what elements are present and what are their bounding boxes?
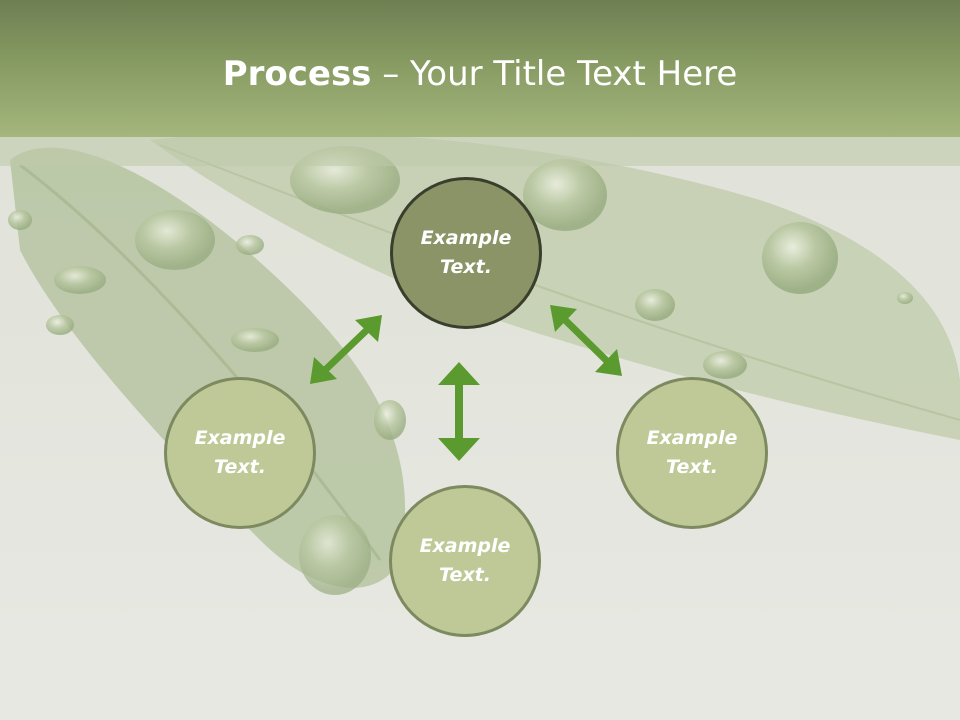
process-node-left-label: Example Text. <box>194 427 286 478</box>
double-arrow-top-left <box>310 315 382 384</box>
process-node-right: Example Text. <box>616 377 768 529</box>
process-node-top: Example Text. <box>390 177 542 329</box>
slide-title-rest: – Your Title Text Here <box>371 54 738 94</box>
process-node-top-label: Example Text. <box>420 227 512 278</box>
process-node-right-label: Example Text. <box>646 427 738 478</box>
process-node-left: Example Text. <box>164 377 316 529</box>
process-node-bottom: Example Text. <box>389 485 541 637</box>
double-arrow-top-right <box>550 305 622 376</box>
slide-title-bold: Process <box>222 54 372 94</box>
double-arrow-vertical <box>438 362 480 461</box>
process-node-bottom-label: Example Text. <box>419 535 511 586</box>
header-band <box>0 137 960 166</box>
title-bar <box>0 0 960 137</box>
slide-title: Process – Your Title Text Here <box>0 52 960 96</box>
